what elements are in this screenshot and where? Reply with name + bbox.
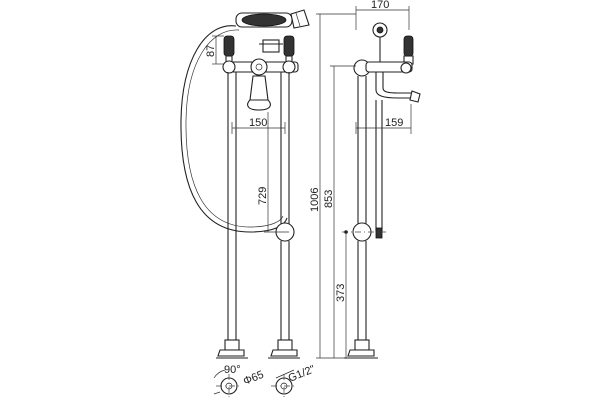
dim-total-height: 1006 <box>309 13 356 359</box>
dim-159-label: 159 <box>385 117 403 129</box>
left-column <box>216 72 248 359</box>
front-view: 87 150 729 <box>180 9 310 359</box>
right-handle <box>283 35 295 65</box>
left-handle <box>223 35 235 65</box>
dim-top-width: 170 <box>355 0 410 30</box>
dim-150-label: 150 <box>249 117 267 129</box>
dim-hose-holder: 373 <box>335 230 386 358</box>
diameter-label: Φ65 <box>242 369 266 388</box>
shower-hose <box>180 25 288 233</box>
side-view: 170 <box>309 0 421 359</box>
left-flange <box>213 369 242 398</box>
dim-handle-height: 87 <box>205 35 224 65</box>
dim-853-label: 853 <box>323 190 335 208</box>
dim-1006-label: 1006 <box>309 188 321 212</box>
right-flange <box>271 369 297 398</box>
dim-column-height: 729 <box>257 112 289 233</box>
thread-label: G1/2" <box>287 363 317 385</box>
dim-spout-reach: 159 <box>355 104 412 134</box>
dim-outlet-height: 853 <box>323 65 356 358</box>
dim-87-label: 87 <box>205 45 217 57</box>
spout <box>375 72 412 99</box>
right-column <box>268 72 300 359</box>
dim-729-label: 729 <box>257 187 269 205</box>
dim-spacing: 150 <box>231 117 286 134</box>
dim-170-label: 170 <box>371 0 389 11</box>
flange-detail: 90° Φ65 G1/2" <box>213 363 317 398</box>
dim-373-label: 373 <box>335 284 347 302</box>
hand-shower <box>235 9 310 29</box>
mixer-body <box>222 58 299 111</box>
angle-label: 90° <box>224 364 241 376</box>
